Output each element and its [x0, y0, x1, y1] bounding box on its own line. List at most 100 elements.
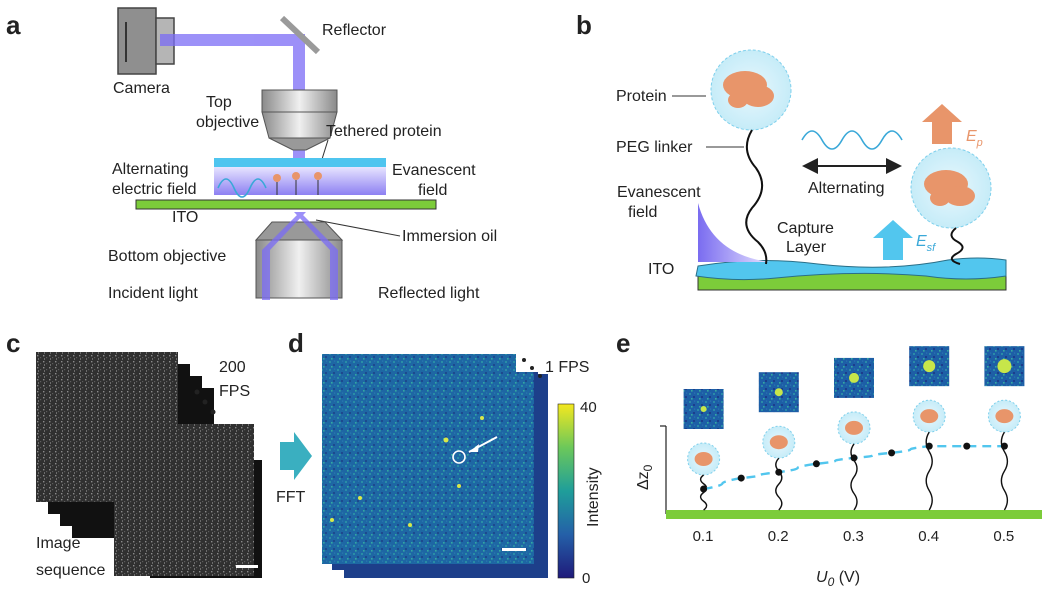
bright-spots: [330, 416, 484, 527]
inset-spot: [997, 359, 1012, 374]
capture-layer: [695, 257, 1007, 281]
label-immersion-oil: Immersion oil: [402, 228, 497, 245]
fps-dots-d: [522, 358, 542, 378]
inset-protein: [769, 435, 788, 450]
label-200: 200: [219, 359, 246, 376]
data-point: [963, 442, 971, 450]
protein-insets: [683, 346, 1025, 511]
label-ito-a: ITO: [172, 209, 198, 226]
fft-arrow: [280, 432, 312, 480]
peg-linker-1: [745, 129, 768, 265]
reflector-mirror: [279, 15, 321, 55]
inset-spot: [700, 406, 707, 412]
protein-structure-2: [924, 170, 975, 206]
x-tick-label: 0.3: [843, 528, 864, 545]
label-top-objective-2: objective: [196, 114, 259, 131]
data-point: [737, 474, 745, 482]
colorbar: [557, 403, 575, 579]
inset-protein: [694, 452, 713, 466]
colorbar-title: Intensity: [585, 467, 602, 527]
label-capture-1: Capture: [777, 220, 834, 237]
label-camera: Camera: [113, 80, 170, 97]
inset-linker: [850, 443, 858, 511]
data-point: [925, 442, 933, 450]
x-axis-label: U0 (V): [816, 569, 860, 589]
image-stack-front: [114, 424, 262, 578]
pointer-immersion-oil: [315, 219, 401, 237]
inset-spot: [774, 388, 783, 397]
label-alternating-2: electric field: [112, 181, 196, 198]
label-evanescent-1: Evanescent: [392, 162, 476, 179]
inset-spot: [849, 372, 859, 383]
label-fft: FFT: [276, 489, 306, 506]
alternating-wave: [801, 130, 903, 150]
colorbar-min: 0: [582, 570, 590, 587]
evanescent-decay: [698, 203, 770, 262]
label-bottom-objective: Bottom objective: [108, 248, 226, 265]
esf-arrow: [873, 220, 913, 260]
label-reflected-light: Reflected light: [378, 285, 480, 302]
panel-c-letter: c: [6, 328, 20, 358]
inset-spot: [923, 360, 936, 373]
data-point: [700, 485, 708, 493]
label-1fps: 1 FPS: [545, 359, 589, 376]
label-evanescent-b1: Evanescent: [617, 184, 701, 201]
x-tick-label: 0.4: [918, 528, 939, 545]
inset-protein: [995, 409, 1014, 424]
panel-b-letter: b: [576, 10, 592, 40]
data-point: [1000, 442, 1008, 450]
inset-protein: [920, 409, 939, 424]
data-points: [700, 442, 1008, 493]
raw-frame-2: [114, 424, 254, 576]
sample-chamber: [135, 158, 437, 210]
fit-line: [703, 444, 1005, 491]
panel-d: d 1 FPS 40 0 Intensity: [288, 328, 602, 587]
panel-d-letter: d: [288, 328, 304, 358]
peg-linker-2: [950, 227, 964, 265]
data-point: [888, 449, 896, 457]
panel-c: c 200 FPS Image sequence FFT: [6, 328, 312, 579]
label-fps-c: FPS: [219, 383, 250, 400]
fft-image: [322, 354, 534, 564]
label-evanescent-2: field: [418, 182, 447, 199]
panel-a-letter: a: [6, 10, 21, 40]
label-peg-linker: PEG linker: [616, 139, 693, 156]
label-esf: Esf: [916, 233, 936, 254]
inset-protein: [845, 420, 863, 435]
x-tick-label: 0.2: [768, 528, 789, 545]
label-ito-b: ITO: [648, 261, 674, 278]
x-tick-label: 0.5: [993, 528, 1014, 545]
colorbar-max: 40: [580, 399, 597, 416]
x-axis-bar: [666, 510, 1042, 519]
panel-b: b ITO Evanescent field Protein PEG linke…: [576, 10, 1007, 291]
panel-e: e Δz0 U0 (V) 0.1 0.2 0.3 0.4 0.5: [616, 328, 1042, 589]
label-sequence: sequence: [36, 562, 105, 579]
label-ep: Ep: [966, 128, 983, 149]
y-axis-label: Δz0: [635, 464, 655, 490]
label-image: Image: [36, 535, 81, 552]
stack-dots: [194, 389, 216, 415]
panel-e-letter: e: [616, 328, 630, 358]
data-point: [775, 468, 783, 476]
label-capture-2: Layer: [786, 239, 827, 256]
data-point: [850, 454, 858, 462]
x-tick-label: 0.1: [693, 528, 714, 545]
label-reflector: Reflector: [322, 22, 387, 39]
objective-beams: [262, 212, 338, 300]
x-ticks: 0.1 0.2 0.3 0.4 0.5: [693, 528, 1015, 545]
label-evanescent-b2: field: [628, 204, 657, 221]
label-top-objective-1: Top: [206, 94, 232, 111]
label-incident-light: Incident light: [108, 285, 198, 302]
scale-bar-d: [502, 548, 526, 551]
label-alternating-1: Alternating: [112, 161, 189, 178]
label-protein: Protein: [616, 88, 667, 105]
protein-structure-1: [723, 71, 774, 108]
scale-bar-c: [236, 565, 258, 568]
data-point: [812, 460, 820, 468]
highlight-circle: [452, 450, 466, 464]
inset-linker: [775, 457, 783, 511]
ep-arrow: [922, 104, 962, 144]
label-tethered-protein: Tethered protein: [326, 123, 442, 140]
top-objective: [261, 89, 338, 151]
